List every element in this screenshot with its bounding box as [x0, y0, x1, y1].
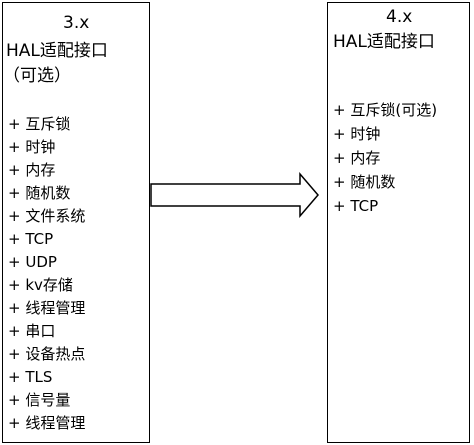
interface-item-tcp: + TCP [8, 230, 54, 248]
version-label-4x: 4.x [386, 7, 413, 27]
interface-item-kv-storage: + kv存储 [8, 276, 73, 294]
interface-item-tcp: + TCP [333, 197, 379, 215]
interface-item-random: + 随机数 [8, 184, 71, 202]
interface-item-semaphore: + 信号量 [8, 391, 71, 409]
interface-item-memory: + 内存 [8, 161, 56, 179]
sdk-4x-box: 4.x HAL适配接口 + 互斥锁(可选) + 时钟 + 内存 + 随机数 + … [327, 2, 470, 443]
version-label-3x: 3.x [63, 13, 90, 33]
interface-item-clock: + 时钟 [333, 125, 381, 143]
migration-arrow [150, 172, 319, 218]
hal-title-4x: HAL适配接口 [333, 32, 435, 52]
interface-item-clock: + 时钟 [8, 138, 56, 156]
interface-item-thread-management: + 线程管理 [8, 299, 86, 317]
interface-item-udp: + UDP [8, 253, 57, 271]
interface-item-mutex: + 互斥锁 [8, 115, 71, 133]
interface-item-mutex-optional: + 互斥锁(可选) [333, 101, 438, 119]
interface-item-memory: + 内存 [333, 149, 381, 167]
interface-item-filesystem: + 文件系统 [8, 207, 86, 225]
interface-item-random: + 随机数 [333, 173, 396, 191]
hal-title-3x: HAL适配接口 [6, 41, 108, 61]
interface-item-thread-management-2: + 线程管理 [8, 414, 86, 432]
interface-item-serial-port: + 串口 [8, 322, 56, 340]
interface-item-tls: + TLS [8, 368, 53, 386]
optional-note-3x: （可选） [3, 66, 71, 86]
sdk-3x-box: 3.x HAL适配接口 （可选） + 互斥锁 + 时钟 + 内存 + 随机数 +… [2, 2, 150, 443]
interface-item-device-hotspot: + 设备热点 [8, 345, 86, 363]
